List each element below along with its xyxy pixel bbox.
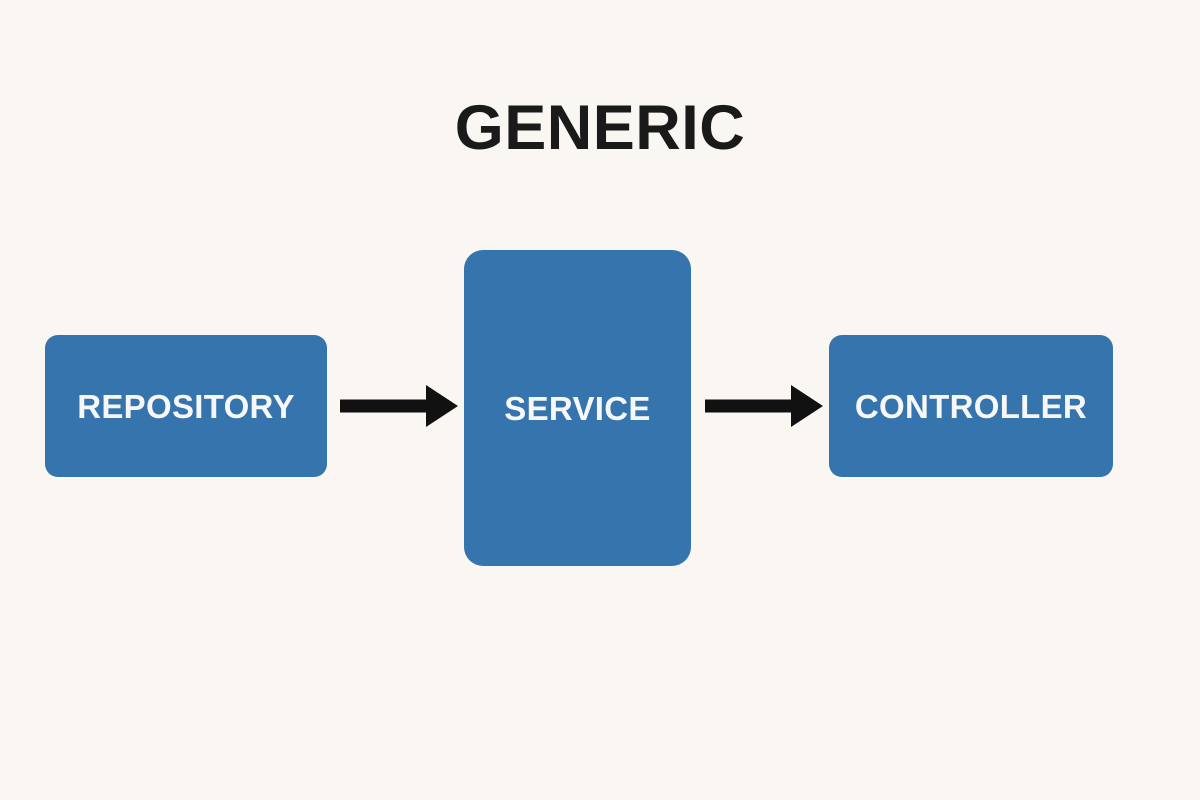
node-repository[interactable]: REPOSITORY xyxy=(45,335,327,477)
arrow-service-to-controller xyxy=(703,382,825,430)
node-controller-label: CONTROLLER xyxy=(854,387,1088,425)
node-controller[interactable]: CONTROLLER xyxy=(829,335,1113,477)
node-repository-label: REPOSITORY xyxy=(77,387,295,425)
arrow-right-icon xyxy=(340,385,458,427)
node-service-label: SERVICE xyxy=(504,389,651,427)
diagram-title: GENERIC xyxy=(454,93,746,163)
arrow-repository-to-service xyxy=(338,382,460,430)
node-service[interactable]: SERVICE xyxy=(464,250,691,566)
arrow-right-icon xyxy=(705,385,823,427)
